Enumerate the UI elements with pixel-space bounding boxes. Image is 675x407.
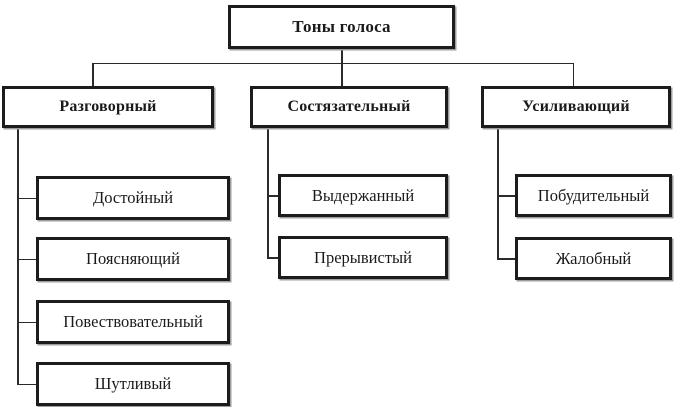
node-root: Тоны голоса (228, 5, 455, 49)
node-restrained-label: Выдержанный (311, 185, 415, 205)
node-restrained: Выдержанный (278, 174, 448, 217)
connector-stub-left-1 (17, 197, 36, 199)
connector-stub-middle-1 (267, 195, 278, 197)
connector-root-drop (341, 49, 343, 63)
connector-stub-right-1 (497, 195, 515, 197)
node-intensifying-label: Усиливающий (522, 97, 630, 115)
node-explanatory-label: Поясняющий (86, 249, 180, 269)
connector-bus (92, 62, 574, 64)
connector-stub-left-4 (17, 383, 36, 385)
node-conversational: Разговорный (2, 86, 214, 128)
node-narrative-label: Повествовательный (63, 312, 203, 332)
node-playful: Шутливый (36, 362, 230, 406)
connector-stub-right-2 (497, 258, 515, 260)
node-playful-label: Шутливый (94, 374, 172, 394)
node-competitive: Состязательный (250, 86, 448, 128)
node-conversational-label: Разговорный (59, 97, 157, 115)
node-explanatory: Поясняющий (36, 237, 230, 281)
node-intermittent-label: Прерывистый (314, 247, 412, 267)
connector-stub-left-2 (17, 258, 36, 260)
connector-stub-middle-2 (267, 257, 278, 259)
connector-drop-right (572, 63, 574, 86)
node-dignified: Достойный (36, 176, 230, 220)
node-root-label: Тоны голоса (292, 17, 391, 37)
connector-rail-right (497, 128, 499, 259)
connector-rail-middle (267, 128, 269, 258)
connector-rail-left (17, 128, 19, 385)
node-dignified-label: Достойный (92, 188, 174, 208)
node-plaintive-label: Жалобный (555, 248, 632, 268)
node-competitive-label: Состязательный (287, 97, 411, 115)
node-intermittent: Прерывистый (278, 236, 448, 279)
node-intensifying: Усиливающий (481, 86, 671, 128)
connector-stub-left-3 (17, 321, 36, 323)
node-inciting-label: Побудительный (537, 185, 650, 205)
connector-drop-middle (341, 63, 343, 86)
node-narrative: Повествовательный (36, 300, 230, 344)
connector-drop-left (92, 63, 94, 86)
node-inciting: Побудительный (515, 174, 672, 217)
node-plaintive: Жалобный (515, 237, 672, 280)
